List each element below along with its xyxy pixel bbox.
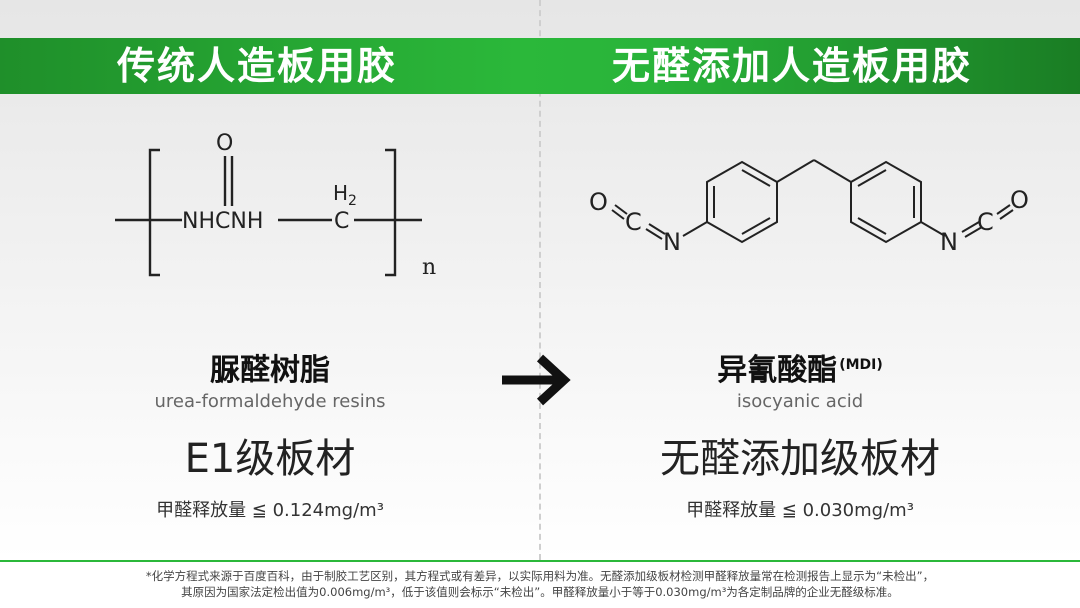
left-carbon-label: C <box>625 208 642 236</box>
urea-formaldehyde-structure: O NHCNH H2 C n <box>115 131 436 280</box>
left-benzene-ring <box>706 160 778 244</box>
right-name-cn: 异氰酸酯 <box>717 353 838 388</box>
carbon-label: C <box>334 209 349 234</box>
h2-label: H2 <box>333 181 357 209</box>
right-grade: 无醛添加级板材 <box>660 436 940 482</box>
right-nitrogen-label: N <box>940 228 958 256</box>
footnote-line-1: *化学方程式来源于百度百科，由于制胶工艺区别，其方程式或有差异，以实际用料为准。… <box>145 569 935 583</box>
right-info: 异氰酸酯(MDI) isocyanic acid 无醛添加级板材 甲醛释放量 ≦… <box>645 345 955 522</box>
right-emission: 甲醛释放量 ≦ 0.030mg/m³ <box>686 500 914 521</box>
left-nitrogen-label: N <box>663 228 681 256</box>
left-name-cn: 脲醛树脂 <box>210 353 330 388</box>
left-grade: E1级板材 <box>184 436 356 482</box>
left-info: 脲醛树脂 urea-formaldehyde resins E1级板材 甲醛释放… <box>145 345 395 522</box>
bridge-right <box>813 159 852 183</box>
center-divider <box>539 0 541 560</box>
left-name-en: urea-formaldehyde resins <box>154 391 386 412</box>
footnote-line-2: 其原因为国家法定检出值为0.006mg/m³，低于该值则会标示“未检出”。甲醛释… <box>181 585 899 599</box>
bridge-left <box>776 159 815 183</box>
left-n-bond <box>682 221 708 237</box>
left-oxygen-label: O <box>589 188 608 216</box>
right-arrow-icon <box>502 354 571 406</box>
right-name-row: 异氰酸酯(MDI) <box>645 345 955 389</box>
right-benzene-ring <box>850 160 922 244</box>
right-bracket <box>385 148 397 277</box>
left-bracket <box>148 148 160 277</box>
right-title: 无醛添加人造板用胶 <box>612 44 973 88</box>
mdi-tag: (MDI) <box>839 357 883 373</box>
chain-label: NHCNH <box>182 209 263 234</box>
repeat-n-label: n <box>422 255 436 280</box>
footnote: *化学方程式来源于百度百科，由于制胶工艺区别，其方程式或有差异，以实际用料为准。… <box>0 568 1080 600</box>
right-n-bond <box>920 221 946 237</box>
right-oxygen-label: O <box>1010 186 1029 214</box>
header-band <box>0 38 1080 94</box>
left-emission: 甲醛释放量 ≦ 0.124mg/m³ <box>156 500 384 521</box>
left-title: 传统人造板用胶 <box>117 44 398 88</box>
mdi-structure: O C N N C O <box>589 159 1029 256</box>
right-name-en: isocyanic acid <box>736 391 864 412</box>
right-carbon-label: C <box>977 208 994 236</box>
oxygen-label: O <box>216 131 233 156</box>
footer-divider <box>0 560 1080 562</box>
